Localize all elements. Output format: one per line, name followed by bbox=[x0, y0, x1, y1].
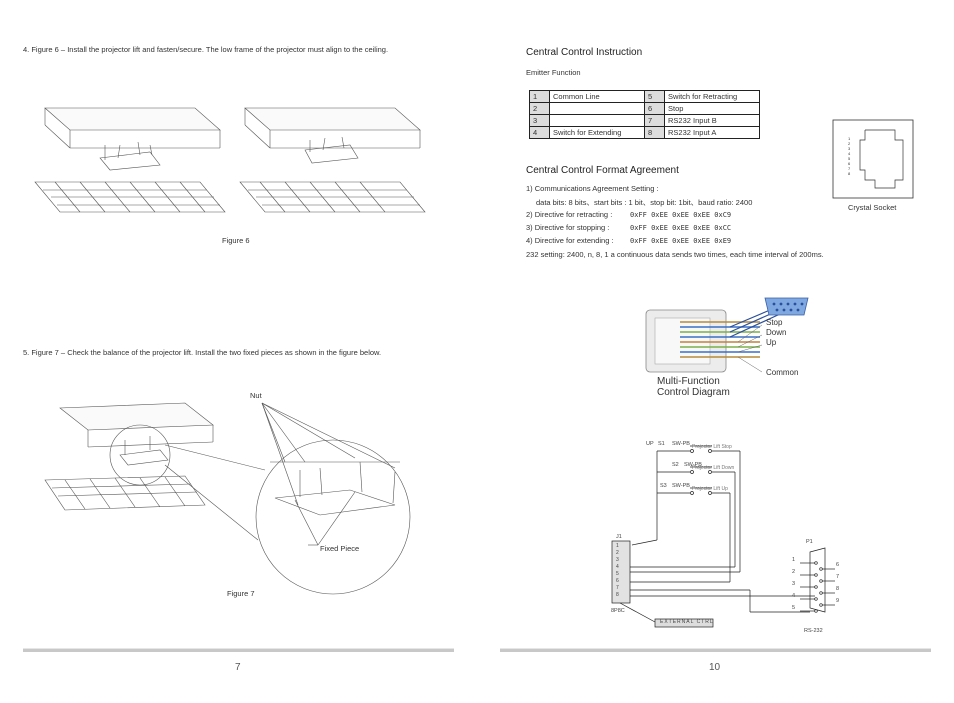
db9-pin-9: 9 bbox=[836, 598, 840, 604]
schematic-s2-label: S2 bbox=[672, 462, 679, 468]
db9-pin-5: 5 bbox=[792, 605, 796, 611]
emitter-function-table: 1 Common Line 5 Switch for Retracting 2 … bbox=[529, 90, 760, 139]
table-cell: 4 bbox=[529, 126, 550, 139]
schematic-sw2-label: SW-PB bbox=[684, 462, 702, 468]
left-footer-bar bbox=[23, 648, 454, 652]
figure7-caption: Figure 7 bbox=[227, 589, 255, 598]
j1-part-label: 8P8C bbox=[611, 608, 625, 614]
table-cell: RS232 Input B bbox=[664, 114, 760, 127]
j1-label: J1 bbox=[616, 534, 622, 540]
nut-label: Nut bbox=[250, 391, 262, 400]
svg-text:4: 4 bbox=[848, 151, 851, 156]
crystal-socket-label: Crystal Socket bbox=[848, 203, 897, 212]
format-line-6: 232 setting: 2400, n, 8, 1 a continuous … bbox=[526, 250, 824, 259]
table-row: 4 Switch for Extending 8 RS232 Input A bbox=[529, 126, 760, 139]
left-page-number: 7 bbox=[235, 662, 241, 673]
table-cell: Switch for Extending bbox=[549, 126, 645, 139]
schematic-sw3-label: SW-PB bbox=[672, 483, 690, 489]
external-ctrl-label: EXTERNAL CTRL bbox=[660, 619, 714, 625]
table-row: 1 Common Line 5 Switch for Retracting bbox=[529, 90, 760, 103]
stop-label: Stop bbox=[766, 318, 783, 327]
table-cell: 1 bbox=[529, 90, 550, 103]
table-cell: 8 bbox=[644, 126, 665, 139]
retract-code: 0xFF 0xEE 0xEE 0xEE 0xC9 bbox=[630, 211, 732, 219]
format-line-4: 3) Directive for stopping : bbox=[526, 223, 610, 232]
table-cell: 5 bbox=[644, 90, 665, 103]
table-cell: 2 bbox=[529, 102, 550, 115]
format-line-5: 4) Directive for extending : bbox=[526, 236, 614, 245]
schematic-s1-label: S1 bbox=[658, 441, 665, 447]
db9-pin-8: 8 bbox=[836, 586, 840, 592]
db9-pin-1: 1 bbox=[792, 557, 796, 563]
up-label: Up bbox=[766, 338, 777, 347]
format-line-2: data bits: 8 bits、start bits : 1 bit、sto… bbox=[536, 198, 753, 207]
emitter-function-label: Emitter Function bbox=[526, 68, 581, 77]
lift-up-label: Projector Lift Up bbox=[692, 486, 728, 492]
table-row: 3 7 RS232 Input B bbox=[529, 114, 760, 127]
svg-text:6: 6 bbox=[848, 161, 851, 166]
svg-text:3: 3 bbox=[848, 146, 851, 151]
right-footer-bar bbox=[500, 648, 931, 652]
common-label: Common bbox=[766, 368, 799, 377]
stop-code: 0xFF 0xEE 0xEE 0xEE 0xCC bbox=[630, 224, 732, 232]
down-label: Down bbox=[766, 328, 787, 337]
db9-pin-4: 4 bbox=[792, 593, 796, 599]
table-cell: 3 bbox=[529, 114, 550, 127]
db9-pin-3: 3 bbox=[792, 581, 796, 587]
lift-stop-label: Projector Lift Stop bbox=[692, 444, 732, 450]
db9-pin-6: 6 bbox=[836, 562, 840, 568]
step5-text: 5. Figure 7 – Check the balance of the p… bbox=[23, 348, 382, 357]
step4-text: 4. Figure 6 – Install the projector lift… bbox=[23, 45, 389, 54]
right-page-number: 10 bbox=[709, 662, 721, 673]
svg-text:5: 5 bbox=[848, 156, 851, 161]
format-line-3: 2) Directive for retracting : bbox=[526, 210, 613, 219]
rs232-label: RS-232 bbox=[804, 628, 823, 634]
table-cell: Switch for Retracting bbox=[664, 90, 760, 103]
diagram-caption-line1: Multi-Function bbox=[657, 376, 720, 387]
schematic-s3-label: S3 bbox=[660, 483, 667, 489]
svg-text:8: 8 bbox=[848, 171, 851, 176]
svg-text:7: 7 bbox=[848, 166, 851, 171]
table-cell bbox=[549, 102, 645, 115]
table-cell: 6 bbox=[644, 102, 665, 115]
schematic-sw1-label: SW-PB bbox=[672, 441, 690, 447]
central-control-title: Central Control Instruction bbox=[526, 47, 643, 58]
table-cell bbox=[549, 114, 645, 127]
db9-pin-7: 7 bbox=[836, 574, 840, 580]
p1-label: P1 bbox=[806, 539, 813, 545]
format-line-1: 1) Communications Agreement Setting : bbox=[526, 184, 659, 193]
format-agreement-title: Central Control Format Agreement bbox=[526, 165, 679, 176]
extend-code: 0xFF 0xEE 0xEE 0xEE 0xE9 bbox=[630, 237, 732, 245]
schematic-up-label: UP bbox=[646, 441, 654, 447]
diagram-caption-line2: Control Diagram bbox=[657, 387, 730, 398]
db9-pin-2: 2 bbox=[792, 569, 796, 575]
svg-text:1: 1 bbox=[848, 136, 851, 141]
table-cell: Common Line bbox=[549, 90, 645, 103]
table-cell: Stop bbox=[664, 102, 760, 115]
table-cell: RS232 Input A bbox=[664, 126, 760, 139]
fixed-piece-label: Fixed Piece bbox=[320, 544, 360, 553]
table-row: 2 6 Stop bbox=[529, 102, 760, 115]
figure6-caption: Figure 6 bbox=[222, 236, 250, 245]
svg-text:2: 2 bbox=[848, 141, 851, 146]
lift-down-label: Projector Lift Down bbox=[692, 465, 735, 471]
table-cell: 7 bbox=[644, 114, 665, 127]
